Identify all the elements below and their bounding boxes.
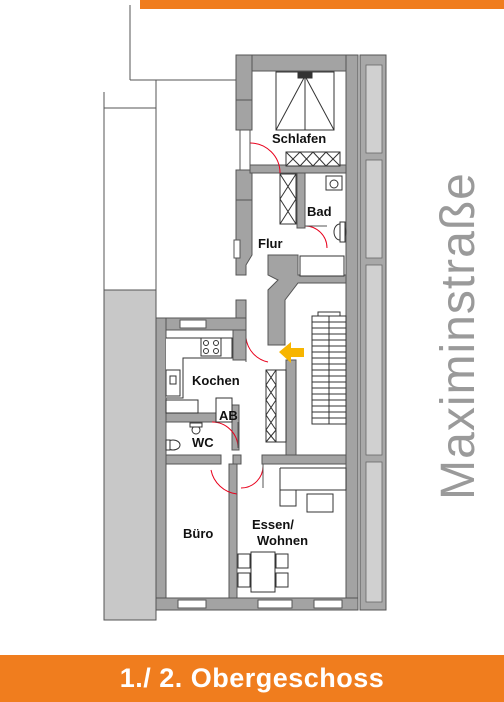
- room-label-kochen: Kochen: [192, 373, 240, 388]
- staircase-icon: [311, 311, 347, 425]
- room-label-wc: WC: [192, 435, 214, 450]
- wc-fixtures: [165, 422, 203, 451]
- room-label-schlafen: Schlafen: [272, 131, 327, 146]
- living-furniture: [237, 467, 347, 593]
- entrance-arrow-icon: [279, 342, 304, 363]
- floor-title: 1./ 2. Obergeschoss: [119, 663, 385, 693]
- room-label-flur: Flur: [258, 236, 283, 251]
- room-label-essen: Essen/: [252, 517, 294, 532]
- bed-icon: [275, 71, 335, 131]
- top-accent-bar: [140, 0, 504, 9]
- wardrobe-icon: [285, 151, 341, 167]
- hall-shelf-icon: [265, 369, 287, 443]
- floor-plan: [103, 5, 387, 621]
- bathroom-fixtures: [279, 173, 347, 277]
- interior-walls: [165, 164, 347, 599]
- floor-title-bar: 1./ 2. Obergeschoss: [0, 655, 504, 702]
- room-label-ab: AB: [219, 408, 238, 423]
- room-label-bad: Bad: [307, 204, 332, 219]
- street-name: Maximinstraße: [432, 172, 485, 500]
- door-leaves: [236, 143, 327, 494]
- room-label-buero: Büro: [183, 526, 214, 541]
- outer-walls: [155, 54, 359, 611]
- neighbor-block: [103, 289, 157, 621]
- kitchen-fixtures: [165, 337, 233, 423]
- street-name-area: Maximinstraße: [414, 96, 504, 576]
- windows: [177, 129, 343, 609]
- street-side-column: [359, 54, 387, 611]
- neighbor-outline: [103, 5, 236, 290]
- room-label-wohnen: Wohnen: [257, 533, 309, 548]
